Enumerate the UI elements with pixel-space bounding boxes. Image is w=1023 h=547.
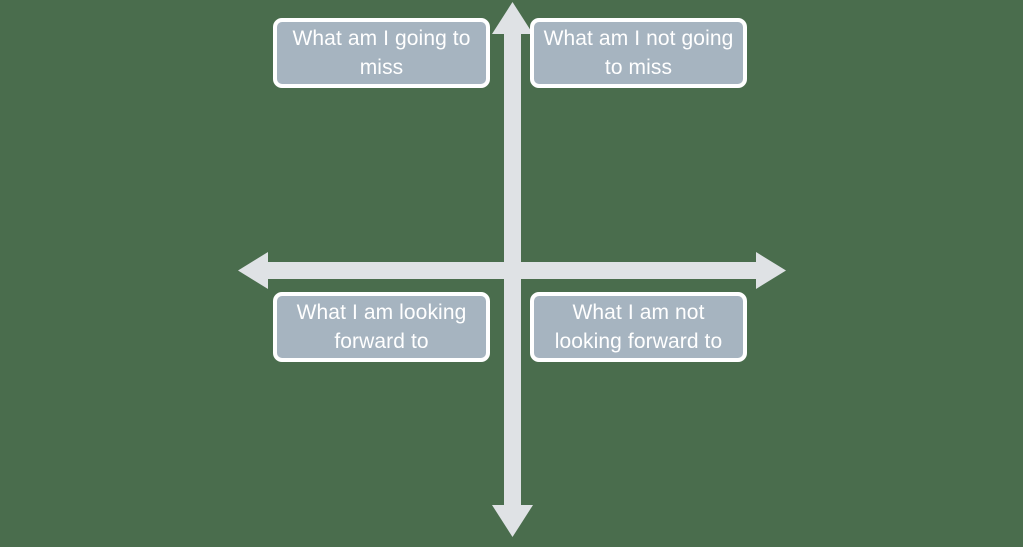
arrowhead-down-icon (492, 505, 533, 537)
arrowhead-right-icon (756, 252, 786, 289)
quadrant-box-bottom-right[interactable]: What I am not looking forward to (530, 292, 747, 362)
arrowhead-left-icon (238, 252, 268, 289)
quadrant-box-top-right[interactable]: What am I not going to miss (530, 18, 747, 88)
quadrant-box-top-left[interactable]: What am I going to miss (273, 18, 490, 88)
quadrant-label-bottom-left: What I am looking forward to (296, 301, 467, 353)
quadrant-label-top-right: What am I not going to miss (543, 27, 734, 79)
quadrant-label-bottom-right: What I am not looking forward to (554, 301, 723, 353)
horizontal-axis-shaft (266, 262, 768, 279)
horizontal-axis-arrow (238, 252, 786, 289)
arrowhead-up-icon (492, 2, 533, 34)
quadrant-label-top-left: What am I going to miss (292, 27, 471, 79)
quadrant-box-bottom-left[interactable]: What I am looking forward to (273, 292, 490, 362)
